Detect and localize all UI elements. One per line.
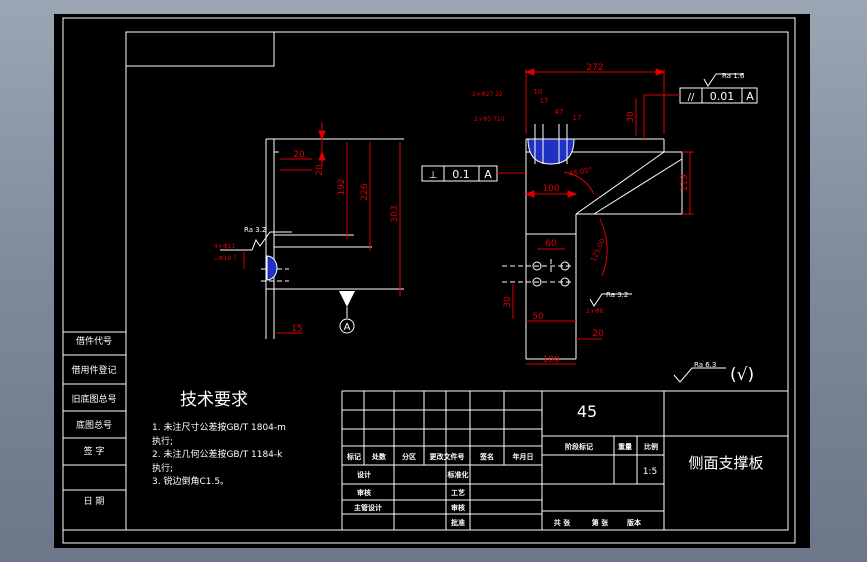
cad-viewport[interactable]: 借件代号 借用件登记 旧底图总号 底图总号 签 字 日 期 技术要求 1. 未注… — [54, 14, 810, 548]
tb-label-zone: 分区 — [402, 452, 416, 461]
tb-label-review2: 审核 — [451, 503, 465, 512]
roughness-bottom: Ra 3.2 — [606, 291, 628, 299]
hatched-section — [527, 138, 575, 165]
dim-30-top: 30 — [626, 111, 636, 123]
svg-text:A: A — [746, 90, 754, 103]
dim-100-a: 100 — [542, 184, 559, 194]
tb-label-designer: 设计 — [357, 470, 371, 479]
tb-label-change-doc: 更改文件号 — [430, 452, 465, 461]
angle-45: 45.00° — [568, 166, 593, 179]
left-view: A 20 20 192 226 303 15 4×Φ11 ⌴Φ18 7 Ra — [214, 122, 404, 339]
dim-192: 192 — [337, 178, 347, 195]
svg-text:A: A — [484, 168, 492, 181]
hole-note-1: 4×Φ11 — [214, 243, 235, 250]
hole-note-2: ⌴Φ18 7 — [214, 255, 237, 262]
tech-req-heading: 技术要求 — [180, 390, 248, 410]
perp-tolerance: ⊥ 0.1 A — [421, 165, 526, 182]
tb-label-ratio: 比例 — [644, 442, 658, 451]
part-name: 侧面支撑板 — [688, 454, 763, 472]
tb-label-stage: 阶段标记 — [565, 442, 593, 451]
dim-47: 47 — [555, 108, 564, 116]
dim-119: 119 — [680, 174, 690, 191]
svg-text:0.01: 0.01 — [710, 90, 735, 103]
dim-272: 272 — [586, 63, 603, 73]
tech-req-line: 1. 未注尺寸公差按GB/T 1804-m — [152, 421, 286, 433]
side-item-0: 借件代号 — [76, 335, 112, 347]
hole-note-top-2: 2×Φ5 T10 — [474, 116, 505, 123]
hole-note-bottom: 2×Φ8 — [586, 308, 604, 315]
tb-label-total: 共 张 — [554, 518, 571, 527]
material-value: 45 — [577, 402, 597, 421]
tb-label-approve: 批准 — [451, 518, 465, 527]
tb-label-process: 工艺 — [451, 488, 465, 497]
general-roughness: Ra 6.3 (√) — [673, 361, 754, 385]
side-item-5: 日 期 — [84, 496, 105, 507]
tb-label-signature: 签名 — [479, 452, 494, 461]
dim-226: 226 — [360, 183, 370, 200]
side-item-3: 底图总号 — [76, 419, 112, 431]
dim-60: 60 — [545, 239, 557, 249]
side-column — [62, 331, 127, 531]
parallel-tolerance: // 0.01 A — [643, 87, 758, 139]
tb-label-date: 年月日 — [513, 452, 534, 461]
view-label-a: A — [344, 322, 351, 333]
tb-label-approve-main: 主管设计 — [354, 503, 382, 512]
tech-req-line: 执行; — [152, 435, 173, 447]
left-roughness: Ra 3.2 — [244, 226, 266, 234]
side-item-2: 旧底图总号 — [71, 393, 116, 405]
tb-label-standardize: 标准化 — [447, 470, 469, 479]
side-item-4: 签 字 — [84, 445, 105, 457]
dim-30-bottom: 30 — [503, 296, 513, 308]
radius-125: 125.00 — [589, 237, 607, 263]
dim-10: 10 — [534, 88, 543, 96]
tb-label-version: 版本 — [627, 518, 641, 527]
code-box — [125, 31, 275, 67]
tb-label-weight: 重量 — [618, 442, 632, 451]
dim-15: 15 — [291, 324, 302, 334]
tech-req-line: 执行; — [152, 462, 173, 474]
dim-20a: 20 — [293, 150, 305, 160]
roughness-top: Ra 1.6 — [722, 72, 745, 80]
countersink-hole — [266, 255, 278, 281]
outer-frame — [62, 17, 796, 544]
svg-text:0.1: 0.1 — [452, 168, 470, 181]
main-view: 272 30 10 17 47 17 100 119 45.00° 125.00… — [421, 63, 758, 365]
tech-req-line: 3. 锐边倒角C1.5。 — [152, 475, 229, 487]
tech-req-line: 2. 未注几何公差按GB/T 1184-k — [152, 448, 283, 460]
svg-text:Ra 6.3: Ra 6.3 — [694, 361, 716, 369]
general-roughness-paren: (√) — [730, 365, 754, 385]
tb-label-count: 处数 — [371, 452, 387, 461]
tb-label-mark: 标记 — [346, 452, 361, 461]
side-item-1: 借用件登记 — [71, 364, 116, 376]
svg-text:⊥: ⊥ — [429, 170, 438, 181]
dim-20: 20 — [592, 329, 604, 339]
dim-20b: 20 — [315, 164, 325, 176]
tb-label-reviewer: 审核 — [357, 488, 371, 497]
svg-text://: // — [688, 92, 695, 103]
dim-17b: 17 — [573, 114, 582, 122]
tb-label-page: 第 张 — [592, 518, 609, 527]
dim-50: 50 — [532, 312, 544, 322]
drawing-sheet: 借件代号 借用件登记 旧底图总号 底图总号 签 字 日 期 技术要求 1. 未注… — [62, 17, 796, 544]
hole-note-top-1: 2×Φ27 22 — [472, 91, 503, 98]
dim-100-b: 100 — [542, 355, 559, 365]
dim-17a: 17 — [540, 97, 549, 105]
dim-303: 303 — [390, 205, 400, 222]
scale-value: 1:5 — [643, 467, 657, 477]
title-block — [341, 390, 789, 531]
